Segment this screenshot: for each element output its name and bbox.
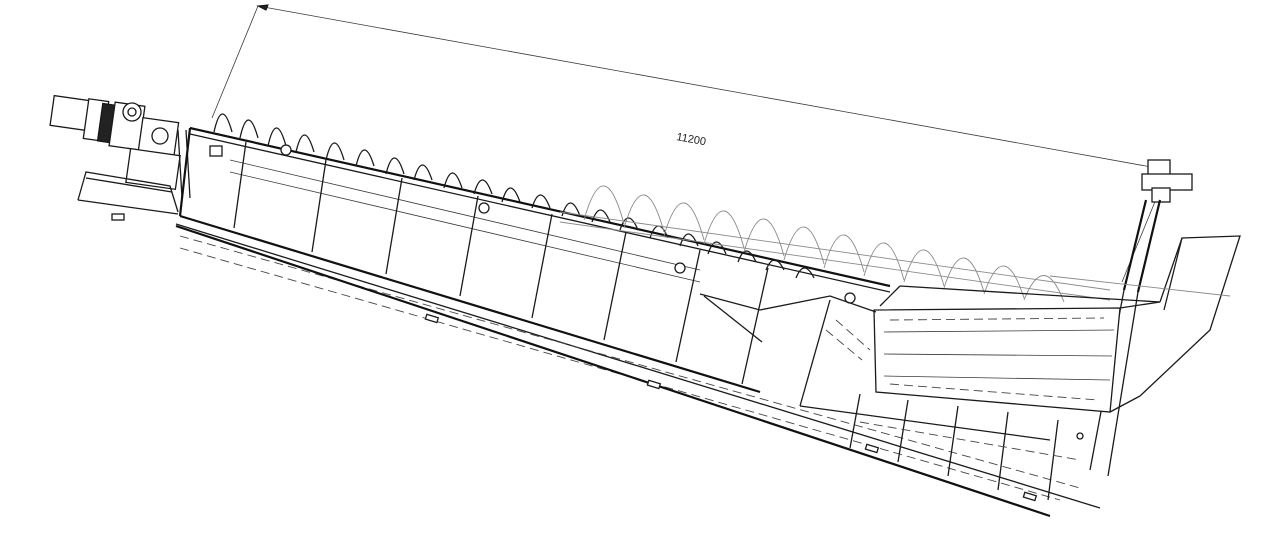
base-frame (77, 171, 179, 221)
dimension-label: 11200 (675, 131, 706, 148)
discharge-end-detail (699, 293, 1081, 461)
spiral-flights (213, 113, 856, 304)
drive-motor-assembly (49, 94, 191, 199)
raised-spiral-outline (559, 185, 1111, 303)
overflow-box (873, 235, 1241, 440)
